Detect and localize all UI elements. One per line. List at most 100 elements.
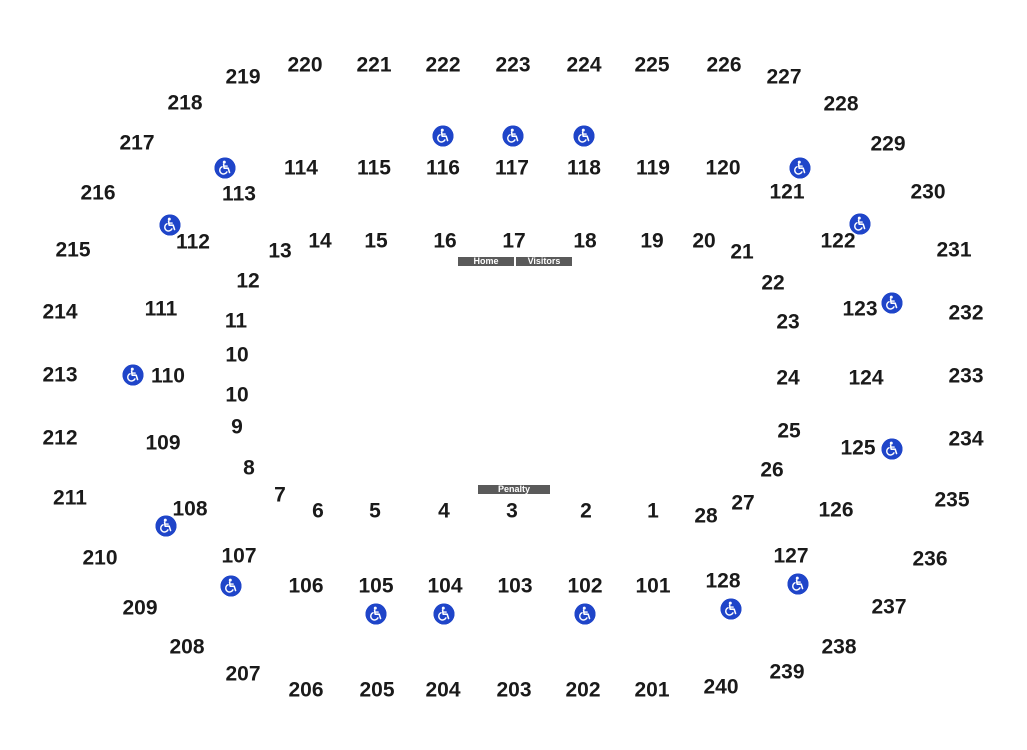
section-107[interactable]: 107 <box>221 544 257 568</box>
section-11[interactable]: 11 <box>224 309 248 333</box>
section-204[interactable]: 204 <box>425 678 461 702</box>
section-118[interactable]: 118 <box>567 156 601 180</box>
section-124[interactable]: 124 <box>848 366 884 390</box>
section-205[interactable]: 205 <box>359 678 395 702</box>
section-216[interactable]: 216 <box>80 181 116 205</box>
section-207[interactable]: 207 <box>225 662 261 686</box>
section-112[interactable]: 112 <box>176 230 210 254</box>
section-213[interactable]: 213 <box>42 363 78 387</box>
section-21[interactable]: 21 <box>730 240 754 264</box>
section-228[interactable]: 228 <box>823 92 859 116</box>
section-5[interactable]: 5 <box>369 499 381 523</box>
section-209[interactable]: 209 <box>122 596 158 620</box>
section-224[interactable]: 224 <box>566 53 602 77</box>
section-125[interactable]: 125 <box>840 436 876 460</box>
section-220[interactable]: 220 <box>287 53 323 77</box>
section-201[interactable]: 201 <box>634 678 670 702</box>
section-27[interactable]: 27 <box>731 491 755 515</box>
section-221[interactable]: 221 <box>356 53 392 77</box>
section-202[interactable]: 202 <box>565 678 601 702</box>
wheelchair-icon <box>155 515 177 537</box>
section-103[interactable]: 103 <box>497 574 533 598</box>
section-211[interactable]: 211 <box>53 486 87 510</box>
section-26[interactable]: 26 <box>760 458 784 482</box>
section-113[interactable]: 113 <box>222 182 256 206</box>
section-8[interactable]: 8 <box>243 456 255 480</box>
section-15[interactable]: 15 <box>364 229 388 253</box>
section-13[interactable]: 13 <box>268 239 292 263</box>
section-2[interactable]: 2 <box>580 499 592 523</box>
section-122[interactable]: 122 <box>820 229 856 253</box>
section-14[interactable]: 14 <box>308 229 332 253</box>
section-231[interactable]: 231 <box>936 238 972 262</box>
section-6[interactable]: 6 <box>312 499 324 523</box>
section-237[interactable]: 237 <box>871 595 907 619</box>
section-126[interactable]: 126 <box>818 498 854 522</box>
section-105[interactable]: 105 <box>358 574 394 598</box>
wheelchair-icon <box>881 292 903 314</box>
section-238[interactable]: 238 <box>821 635 857 659</box>
section-102[interactable]: 102 <box>567 574 603 598</box>
section-108[interactable]: 108 <box>172 497 208 521</box>
section-19[interactable]: 19 <box>640 229 664 253</box>
section-212[interactable]: 212 <box>42 426 78 450</box>
section-104[interactable]: 104 <box>427 574 463 598</box>
section-233[interactable]: 233 <box>948 364 984 388</box>
section-23[interactable]: 23 <box>776 310 800 334</box>
section-217[interactable]: 217 <box>119 131 155 155</box>
section-3[interactable]: 3 <box>506 499 518 523</box>
section-240[interactable]: 240 <box>703 675 739 699</box>
section-208[interactable]: 208 <box>169 635 205 659</box>
section-7[interactable]: 7 <box>274 483 286 507</box>
section-229[interactable]: 229 <box>870 132 906 156</box>
section-235[interactable]: 235 <box>934 488 970 512</box>
section-110[interactable]: 110 <box>151 364 185 388</box>
section-119[interactable]: 119 <box>636 156 670 180</box>
section-123[interactable]: 123 <box>842 297 878 321</box>
section-127[interactable]: 127 <box>773 544 809 568</box>
section-128[interactable]: 128 <box>705 569 741 593</box>
section-109[interactable]: 109 <box>145 431 181 455</box>
wheelchair-icon <box>122 364 144 386</box>
section-115[interactable]: 115 <box>357 156 391 180</box>
section-116[interactable]: 116 <box>426 156 460 180</box>
section-4[interactable]: 4 <box>438 499 450 523</box>
section-10[interactable]: 10 <box>225 383 249 407</box>
section-210[interactable]: 210 <box>82 546 118 570</box>
section-214[interactable]: 214 <box>42 300 78 324</box>
section-101[interactable]: 101 <box>635 574 671 598</box>
section-232[interactable]: 232 <box>948 301 984 325</box>
section-28[interactable]: 28 <box>694 504 718 528</box>
section-215[interactable]: 215 <box>55 238 91 262</box>
section-20[interactable]: 20 <box>692 229 716 253</box>
section-22[interactable]: 22 <box>761 271 785 295</box>
section-206[interactable]: 206 <box>288 678 324 702</box>
section-111[interactable]: 111 <box>144 297 178 321</box>
section-18[interactable]: 18 <box>573 229 597 253</box>
section-16[interactable]: 16 <box>433 229 457 253</box>
section-106[interactable]: 106 <box>288 574 324 598</box>
section-227[interactable]: 227 <box>766 65 802 89</box>
section-12[interactable]: 12 <box>236 269 260 293</box>
section-203[interactable]: 203 <box>496 678 532 702</box>
section-10[interactable]: 10 <box>225 343 249 367</box>
section-17[interactable]: 17 <box>502 229 526 253</box>
section-24[interactable]: 24 <box>776 366 800 390</box>
section-236[interactable]: 236 <box>912 547 948 571</box>
section-226[interactable]: 226 <box>706 53 742 77</box>
section-223[interactable]: 223 <box>495 53 531 77</box>
section-225[interactable]: 225 <box>634 53 670 77</box>
section-218[interactable]: 218 <box>167 91 203 115</box>
section-1[interactable]: 1 <box>647 499 659 523</box>
section-114[interactable]: 114 <box>284 156 318 180</box>
section-120[interactable]: 120 <box>705 156 741 180</box>
section-222[interactable]: 222 <box>425 53 461 77</box>
section-219[interactable]: 219 <box>225 65 261 89</box>
section-9[interactable]: 9 <box>231 415 243 439</box>
section-239[interactable]: 239 <box>769 660 805 684</box>
section-230[interactable]: 230 <box>910 180 946 204</box>
section-234[interactable]: 234 <box>948 427 984 451</box>
section-121[interactable]: 121 <box>769 180 805 204</box>
section-117[interactable]: 117 <box>495 156 529 180</box>
section-25[interactable]: 25 <box>777 419 801 443</box>
